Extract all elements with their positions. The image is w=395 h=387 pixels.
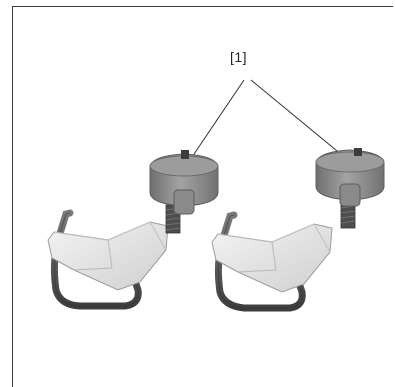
clamp-right-bracket bbox=[211, 223, 333, 293]
figure-frame bbox=[12, 6, 393, 387]
clamp-right bbox=[211, 148, 385, 312]
callout-label: [1] bbox=[230, 49, 248, 65]
callout-leader-lines bbox=[189, 79, 349, 161]
clamp-left bbox=[47, 150, 219, 310]
clamp-left-bracket bbox=[47, 221, 169, 291]
